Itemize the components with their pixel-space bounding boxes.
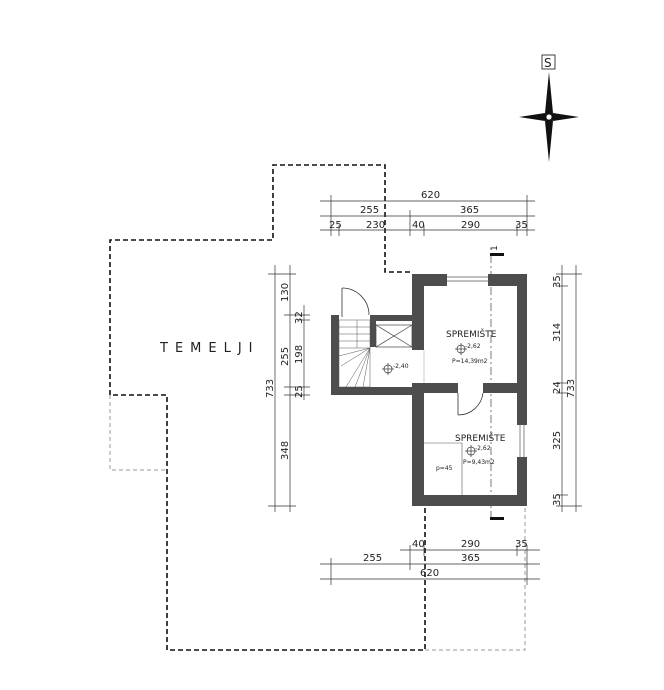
dim-top-365: 365	[460, 205, 479, 216]
dim-left-255: 255	[280, 347, 291, 366]
section-label-top: 1	[490, 245, 500, 251]
dim-right-24: 24	[552, 381, 563, 394]
room-2-name: SPREMIŠTE	[455, 432, 506, 444]
window-top	[447, 276, 488, 282]
room-2-level: -2,62	[475, 445, 491, 452]
dim-right-314: 314	[552, 323, 563, 342]
level-marker-icon	[382, 363, 394, 375]
dim-right-325: 325	[552, 431, 563, 450]
dimension-lines-top	[320, 195, 535, 236]
shaft	[375, 324, 413, 348]
dim-left-348: 348	[280, 441, 291, 460]
stair-level: -2,40	[393, 363, 409, 370]
dim-top-230: 230	[366, 220, 385, 231]
shelf	[424, 442, 463, 495]
dim-bottom-35: 35	[515, 539, 528, 550]
dim-top-25: 25	[329, 220, 342, 231]
dim-left-32: 32	[294, 311, 305, 324]
dimension-lines-right	[556, 265, 582, 512]
dim-left-total: 733	[265, 379, 276, 398]
dim-right-total: 733	[566, 379, 577, 398]
room-1-area: P=14,39m2	[452, 358, 488, 365]
foundation-outline-light	[109, 395, 526, 651]
dim-right-35-bottom: 35	[552, 493, 563, 506]
dim-bottom-255: 255	[363, 553, 382, 564]
dim-bottom-365: 365	[461, 553, 480, 564]
shelf-label: p=45	[436, 465, 453, 472]
compass-icon	[519, 72, 579, 162]
staircase	[338, 319, 371, 388]
room-2-area: P=9,43m2	[463, 459, 495, 466]
room-1-name: SPREMIŠTE	[446, 328, 497, 340]
foundation-outline	[109, 164, 426, 651]
dimension-lines-left	[268, 265, 310, 512]
dim-bottom-40: 40	[412, 539, 425, 550]
compass-label: S	[544, 56, 552, 70]
room-1-level: -2,62	[465, 343, 481, 350]
dim-bottom-290: 290	[461, 539, 480, 550]
dim-top-35: 35	[515, 220, 528, 231]
dim-left-25: 25	[294, 385, 305, 398]
door-interior	[457, 392, 484, 416]
dim-left-198: 198	[294, 345, 305, 364]
dim-top-total: 620	[421, 190, 440, 201]
walls	[331, 274, 527, 506]
dim-right-35-top: 35	[552, 275, 563, 288]
level-marker-icon	[455, 343, 467, 355]
dim-top-290: 290	[461, 220, 480, 231]
dim-left-130: 130	[280, 283, 291, 302]
window-right	[519, 425, 525, 457]
compass-label-box	[541, 54, 556, 70]
dim-top-255: 255	[360, 205, 379, 216]
level-marker-icon	[465, 445, 477, 457]
dimension-lines-bottom	[320, 545, 540, 585]
dim-top-40: 40	[412, 220, 425, 231]
dim-bottom-total: 620	[420, 568, 439, 579]
section-marker-bottom	[490, 517, 504, 520]
door-entrance	[341, 287, 370, 317]
foundation-label: TEMELJI	[159, 341, 260, 356]
section-marker-top	[490, 253, 504, 256]
